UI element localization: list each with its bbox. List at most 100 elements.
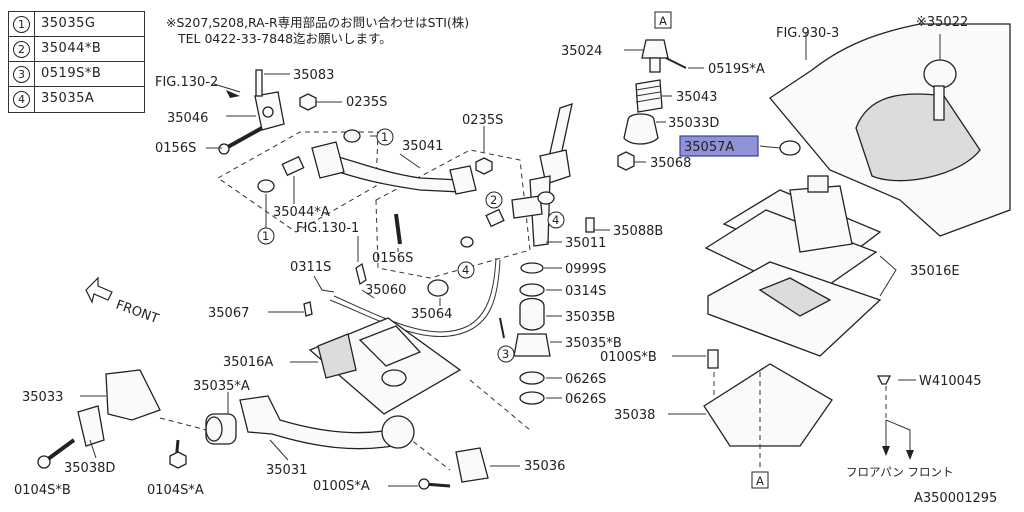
part-35024 bbox=[641, 39, 669, 59]
sti-note-line2: TEL 0422-33-7848迄お願いします。 bbox=[178, 31, 392, 46]
leader-line bbox=[89, 439, 97, 459]
callout-circle bbox=[257, 227, 275, 245]
bracket-0311s bbox=[355, 262, 367, 286]
ref-box bbox=[654, 11, 672, 29]
spring-35043 bbox=[635, 79, 663, 113]
label-35038d: 35038D bbox=[64, 461, 115, 476]
dashed-guide bbox=[405, 435, 451, 471]
cap-35064 bbox=[427, 279, 449, 297]
leader-line bbox=[361, 289, 375, 299]
legend-part-code: 35035G bbox=[41, 16, 96, 31]
label-35057a[interactable]: 35057A bbox=[684, 140, 734, 155]
rod-end bbox=[449, 165, 477, 195]
label-35031: 35031 bbox=[266, 463, 307, 478]
legend-row: 1 35035G bbox=[9, 12, 144, 37]
callout-circle bbox=[485, 191, 503, 209]
pin-35083 bbox=[255, 69, 263, 97]
label-35016a: 35016A bbox=[223, 355, 273, 370]
label-35035a: 35035*A bbox=[193, 379, 250, 394]
leader-line bbox=[399, 153, 421, 169]
bushing bbox=[262, 106, 274, 118]
label-0100sb: 0100S*B bbox=[600, 350, 657, 365]
callout-circle bbox=[376, 128, 394, 146]
washer-0999s bbox=[520, 262, 544, 274]
bracket-35038 bbox=[703, 363, 833, 447]
legend-row: 2 35044*B bbox=[9, 37, 144, 62]
shift-rod-assembly bbox=[37, 369, 489, 490]
dashed-guide bbox=[469, 379, 531, 431]
callout-number: 1 bbox=[381, 130, 388, 144]
label-front: FRONT bbox=[114, 298, 161, 327]
boot-top bbox=[807, 175, 829, 193]
part-35024-stem bbox=[649, 57, 661, 73]
rod-end bbox=[311, 141, 345, 179]
legend-row: 4 35035A bbox=[9, 87, 144, 112]
bushing bbox=[460, 236, 474, 248]
nut-0235s bbox=[475, 157, 493, 175]
highlight-box[interactable] bbox=[679, 135, 759, 157]
callout-number: 4 bbox=[552, 213, 559, 227]
boss bbox=[381, 369, 407, 387]
boot-lower bbox=[789, 185, 853, 253]
legend-part-code: 35035A bbox=[41, 91, 95, 106]
dashed-guide bbox=[217, 131, 379, 233]
guide-line bbox=[885, 419, 911, 452]
leader-line bbox=[879, 255, 897, 297]
label-0314s: 0314S bbox=[565, 284, 606, 299]
label-0104sa: 0104S*A bbox=[147, 483, 204, 498]
label-0156s: 0156S bbox=[155, 141, 196, 156]
boot-35033d bbox=[623, 113, 659, 145]
label-35083: 35083 bbox=[293, 68, 334, 83]
label-35033d: 35033D bbox=[668, 116, 719, 131]
label-35088b: 35088B bbox=[613, 224, 663, 239]
leader-line bbox=[269, 439, 289, 461]
nut-35068 bbox=[617, 151, 635, 171]
legend-part-code: 0519S*B bbox=[41, 66, 102, 81]
pin bbox=[499, 317, 505, 339]
label-35024: 35024 bbox=[561, 44, 602, 59]
shaft-end bbox=[381, 415, 415, 449]
down-arrow-icon bbox=[882, 446, 890, 456]
legend-table: 1 35035G 2 35044*B 3 0519S*B 4 35035A bbox=[8, 11, 145, 113]
bolt-head bbox=[418, 478, 430, 490]
label-0999s: 0999S bbox=[565, 262, 606, 277]
sleeve bbox=[485, 208, 505, 228]
label-0519sa: 0519S*A bbox=[708, 62, 765, 77]
callout-number: 4 bbox=[462, 263, 469, 277]
center-stack bbox=[499, 39, 687, 405]
diagram-code: A350001295 bbox=[914, 491, 997, 506]
oring-0626s bbox=[519, 371, 545, 385]
bushing bbox=[537, 191, 555, 205]
label-0156s: 0156S bbox=[372, 251, 413, 266]
label-0235s: 0235S bbox=[462, 113, 503, 128]
bolt-0156s bbox=[225, 126, 263, 150]
legend-row: 3 0519S*B bbox=[9, 62, 144, 87]
label-35060: 35060 bbox=[365, 283, 406, 298]
part-labels: FIG.130-2 35083 35046 0235S 0156S 35041 … bbox=[14, 15, 997, 506]
down-arrow-icon bbox=[906, 450, 914, 460]
highlighted-part-35057a[interactable]: 35057A bbox=[679, 135, 759, 157]
legend-number: 1 bbox=[13, 16, 30, 33]
label-35064: 35064 bbox=[411, 307, 452, 322]
bolt-0156s bbox=[394, 213, 402, 245]
dashed-guide bbox=[159, 417, 215, 433]
ref-a-top: A bbox=[654, 11, 672, 29]
callout-circle bbox=[457, 261, 475, 279]
bolt-head bbox=[218, 143, 230, 155]
callout-number: 1 bbox=[262, 229, 269, 243]
label-35068: 35068 bbox=[650, 156, 691, 171]
circled-callouts: 1 1 2 3 4 4 bbox=[257, 128, 565, 363]
legend-number: 2 bbox=[13, 41, 30, 58]
leader-lines bbox=[80, 32, 941, 487]
label-35041: 35041 bbox=[402, 139, 443, 154]
label-35044a: 35044*A bbox=[273, 205, 330, 220]
bolt-0100sb bbox=[707, 349, 719, 369]
cap-35057a bbox=[779, 140, 801, 156]
label-35011: 35011 bbox=[565, 236, 606, 251]
label-0104sb: 0104S*B bbox=[14, 483, 71, 498]
label-35046: 35046 bbox=[167, 111, 208, 126]
label-35016e: 35016E bbox=[910, 264, 960, 279]
lever-block bbox=[539, 149, 571, 185]
front-arrow-shape bbox=[85, 276, 113, 304]
spring-coils bbox=[635, 85, 661, 103]
